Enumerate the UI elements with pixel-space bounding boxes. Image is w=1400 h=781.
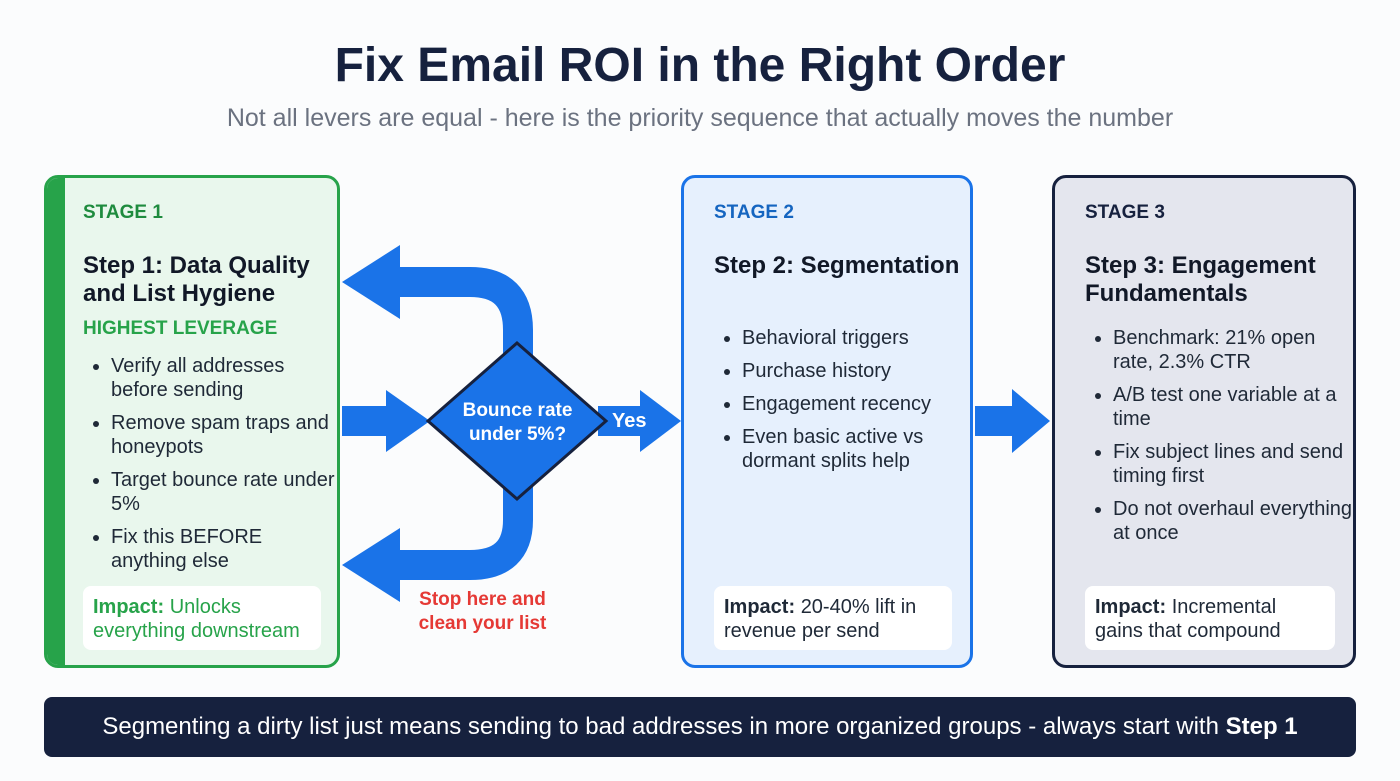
- arrow-stage2-to-stage3-head: [1012, 389, 1050, 453]
- loop-back-arrowhead-top: [342, 245, 400, 319]
- list-item: Fix this BEFORE anything else: [111, 525, 337, 573]
- list-item: Benchmark: 21% open rate, 2.3% CTR: [1113, 326, 1353, 374]
- stage3-impact: Impact: Incremental gains that compound: [1085, 586, 1335, 650]
- stage2-card: STAGE 2 Step 2: Segmentation Behavioral …: [681, 175, 973, 668]
- list-item: Remove spam traps and honeypots: [111, 411, 337, 459]
- arrow-stage1-to-decision-body: [342, 406, 390, 436]
- stage3-bullets: Benchmark: 21% open rate, 2.3% CTR A/B t…: [1085, 326, 1353, 554]
- list-item: Behavioral triggers: [742, 326, 970, 350]
- stage1-impact: Impact: Unlocks everything downstream: [83, 586, 321, 650]
- page-title: Fix Email ROI in the Right Order: [334, 39, 1066, 92]
- loop-back-arrowhead-bottom: [342, 528, 400, 602]
- decision-diamond: [425, 341, 609, 501]
- stage2-bullets: Behavioral triggers Purchase history Eng…: [714, 326, 970, 482]
- stage3-label: STAGE 3: [1085, 202, 1165, 223]
- stage1-title: Step 1: Data Quality and List Hygiene: [83, 252, 310, 307]
- impact-text: Incremental gains that compound: [1095, 596, 1281, 642]
- stage1-tag: HIGHEST LEVERAGE: [83, 318, 278, 339]
- impact-text: Unlocks everything downstream: [93, 596, 300, 642]
- list-item: Target bounce rate under 5%: [111, 468, 337, 516]
- footer-text: Segmenting a dirty list just means sendi…: [102, 713, 1219, 740]
- stage1-bullets: Verify all addresses before sending Remo…: [83, 354, 337, 582]
- list-item: Verify all addresses before sending: [111, 354, 337, 402]
- footer-banner: Segmenting a dirty list just means sendi…: [44, 697, 1356, 757]
- list-item: Even basic active vs dormant splits help: [742, 425, 970, 473]
- stage1-label: STAGE 1: [83, 202, 163, 223]
- stage2-title: Step 2: Segmentation: [714, 252, 960, 279]
- stage1-card: STAGE 1 Step 1: Data Quality and List Hy…: [44, 175, 340, 668]
- arrow-stage1-to-decision-head: [386, 390, 430, 452]
- list-item: Engagement recency: [742, 392, 970, 416]
- stage3-card: STAGE 3 Step 3: Engagement Fundamentals …: [1052, 175, 1356, 668]
- stage3-title: Step 3: Engagement Fundamentals: [1085, 252, 1316, 307]
- stage2-impact: Impact: 20-40% lift in revenue per send: [714, 586, 952, 650]
- stage1-accent-bar: [47, 178, 65, 665]
- impact-label: Impact:: [93, 596, 165, 618]
- page-subtitle: Not all levers are equal - here is the p…: [226, 104, 1174, 132]
- list-item: Purchase history: [742, 359, 970, 383]
- impact-text: 20-40% lift in revenue per send: [724, 596, 917, 642]
- decision-yes-label: Yes: [612, 410, 647, 432]
- arrow-yes-head: [640, 390, 681, 452]
- footer-emphasis: Step 1: [1225, 713, 1298, 740]
- impact-label: Impact:: [724, 596, 796, 618]
- decision-no-action: Stop here and clean your list: [418, 589, 547, 634]
- list-item: A/B test one variable at a time: [1113, 383, 1353, 431]
- impact-label: Impact:: [1095, 596, 1167, 618]
- list-item: Fix subject lines and send timing first: [1113, 440, 1353, 488]
- decision-question: Bounce rate under 5%?: [462, 400, 573, 445]
- list-item: Do not overhaul everything at once: [1113, 497, 1353, 545]
- stage2-label: STAGE 2: [714, 202, 794, 223]
- arrow-stage2-to-stage3-body: [975, 406, 1017, 436]
